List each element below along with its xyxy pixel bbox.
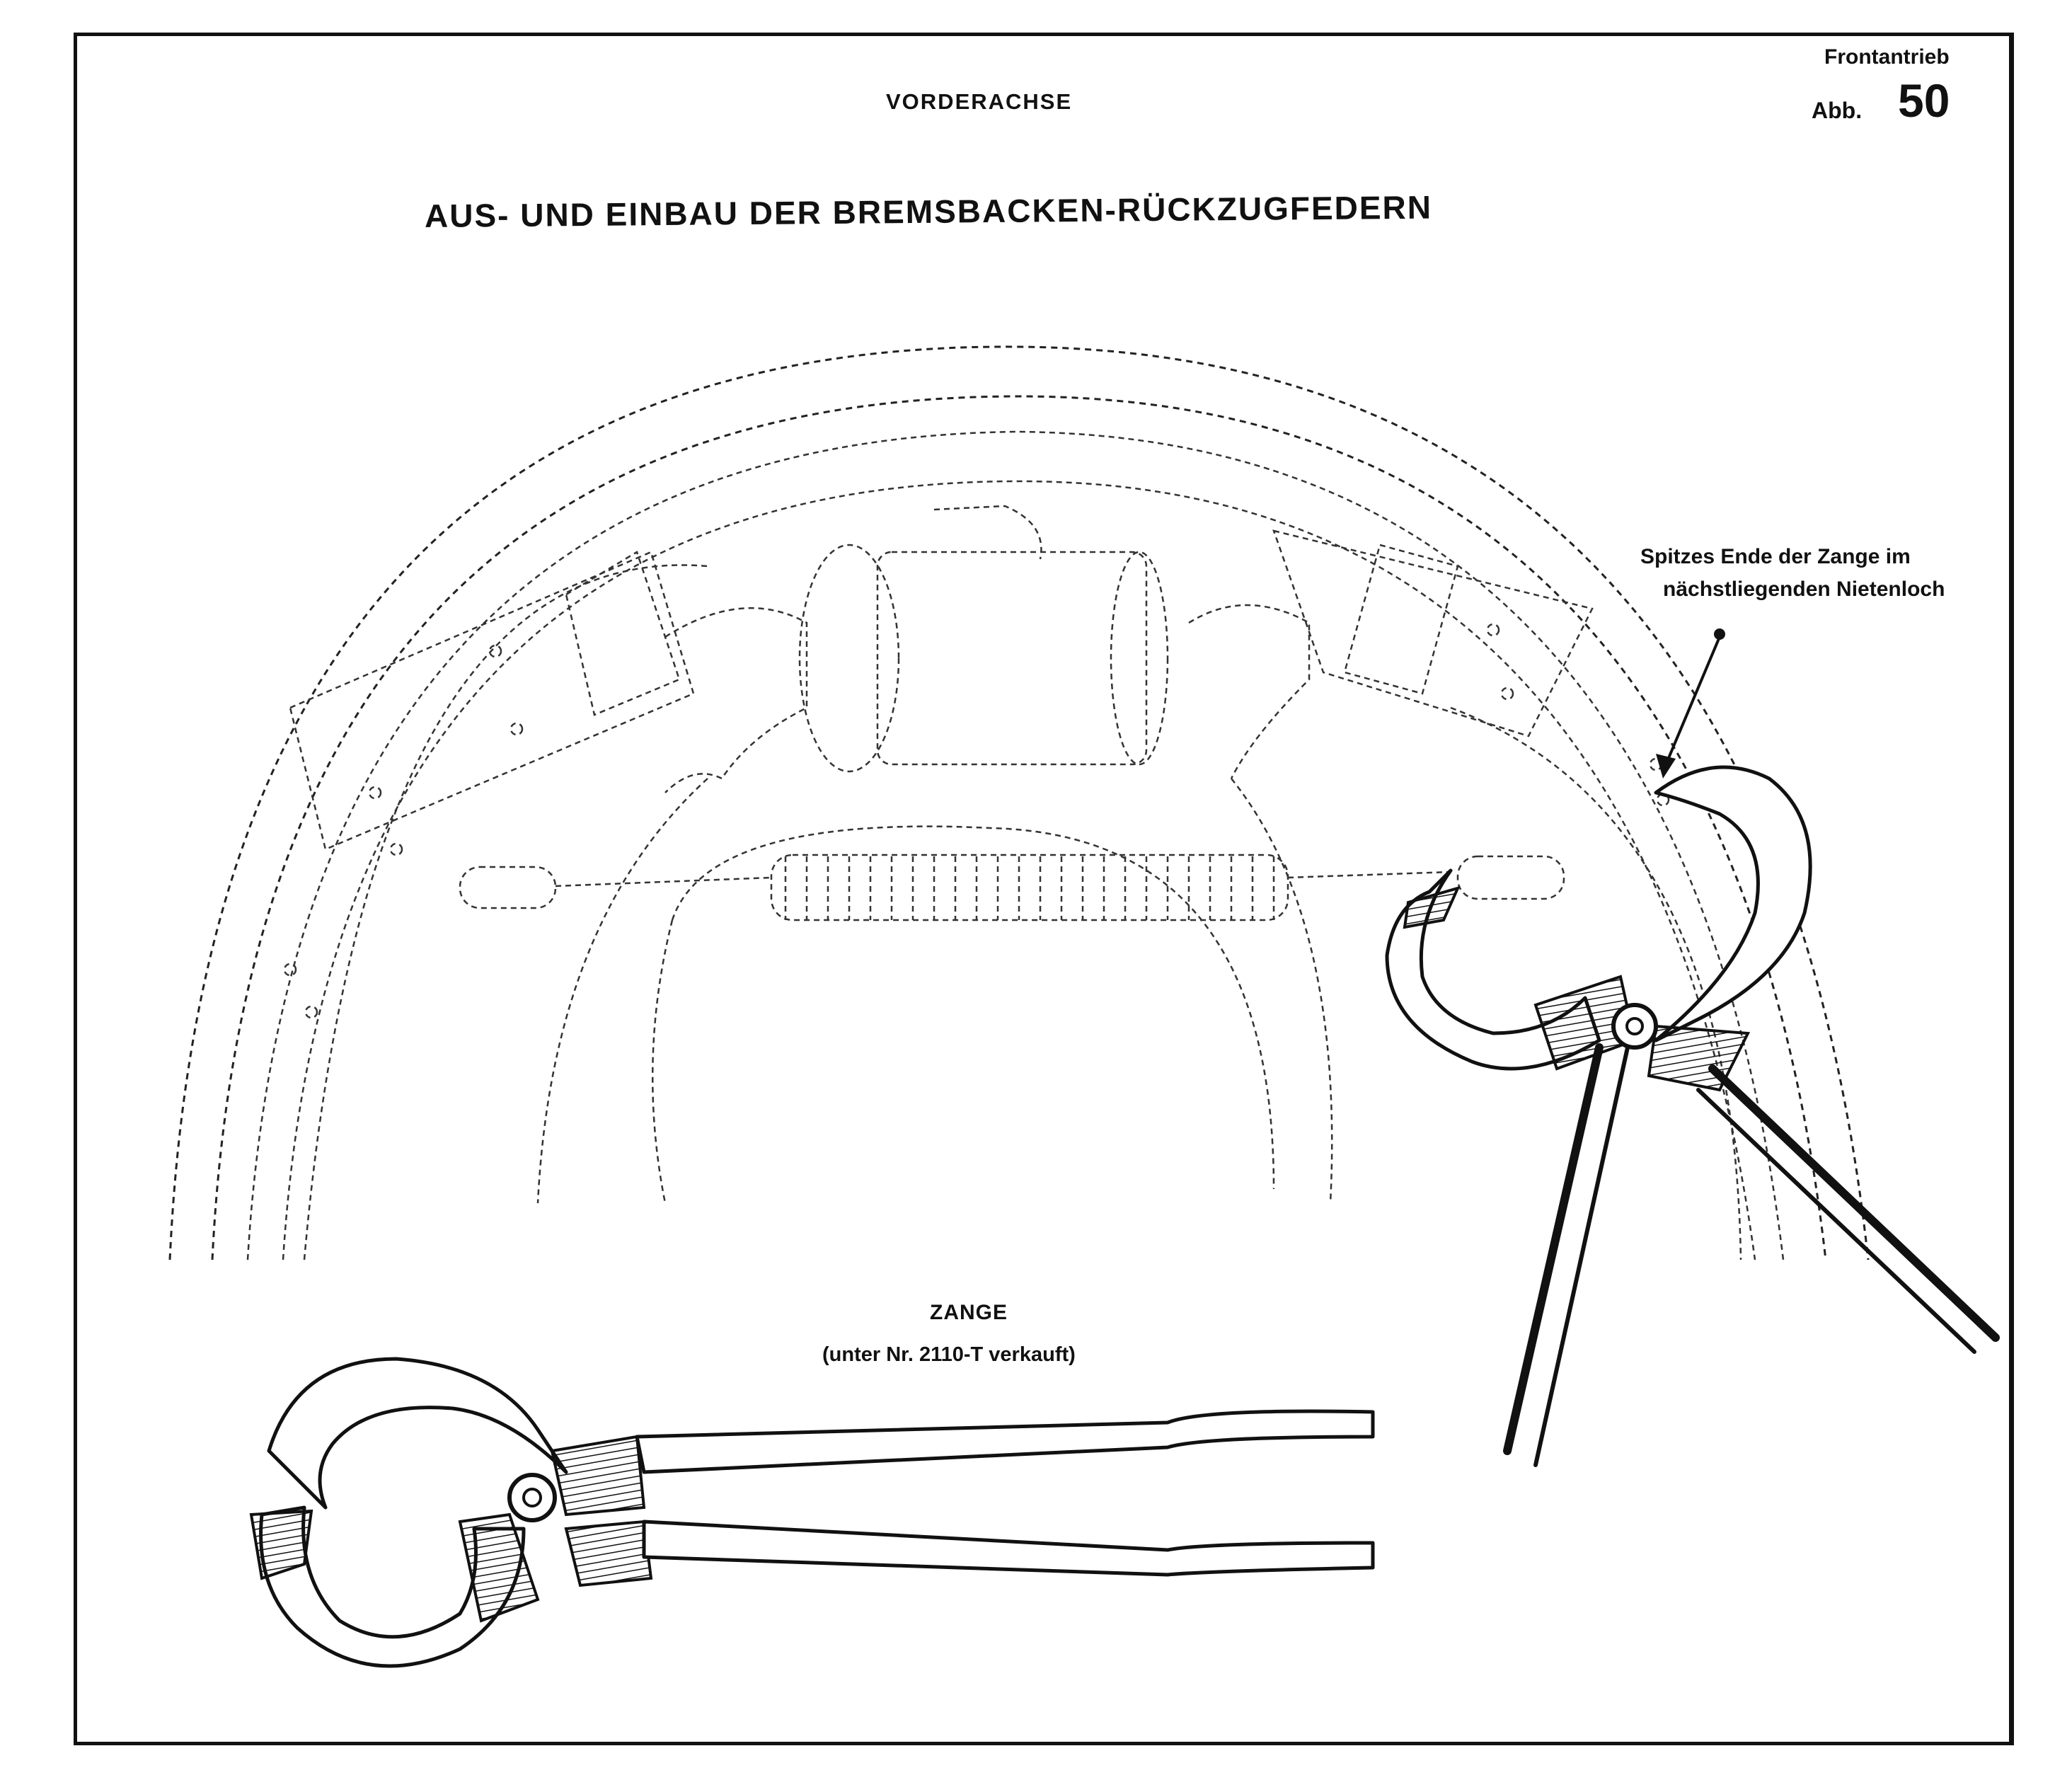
pliers-drawing <box>249 1357 1375 1668</box>
pliers-in-use <box>1385 628 2000 1467</box>
drive-type-label: Frontantrieb <box>1824 45 1950 69</box>
figure-label: Abb. <box>1812 98 1863 123</box>
figure-number: 50 <box>1898 74 1950 127</box>
brake-shoe-right <box>1272 529 1670 807</box>
section-heading: VORDERACHSE <box>886 89 1073 114</box>
wheel-cylinder <box>536 505 1333 1204</box>
callout-line-2: nächstliegenden Nietenloch <box>1663 578 1945 601</box>
brake-drum-outline <box>168 345 1870 1260</box>
tool-part-number: (unter Nr. 2110-T verkauft) <box>822 1343 1076 1366</box>
pliers-pivot-icon <box>1611 1003 1658 1050</box>
brake-shoe-left <box>283 551 695 1019</box>
pliers-pivot-icon <box>507 1473 557 1522</box>
return-spring <box>459 854 1565 921</box>
callout-line-1: Spitzes Ende der Zange im <box>1640 545 1911 568</box>
page-border <box>74 33 2014 1745</box>
callout-leader-line <box>1662 636 1721 772</box>
tool-name: ZANGE <box>930 1301 1008 1324</box>
